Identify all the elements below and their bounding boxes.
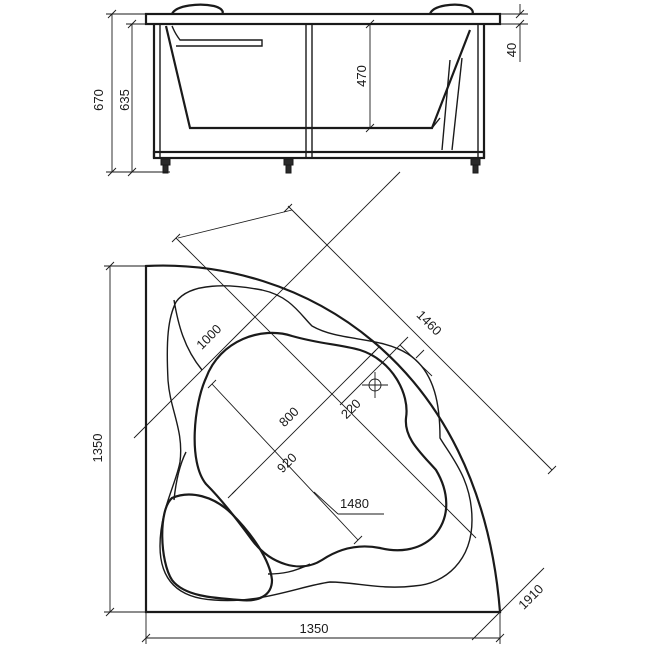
dim-depth-inner: 470 <box>354 65 369 87</box>
top-view: 1460 1000 800 220 920 1480 1350 <box>90 171 557 644</box>
bowl-rim <box>159 285 473 602</box>
dim-diagonal-total: 1910 <box>515 581 546 612</box>
side-tub-body <box>164 25 472 130</box>
dim-diagonal-inner: 1480 <box>340 496 369 511</box>
drain-icon <box>362 372 388 398</box>
dim-bowl-width: 800 <box>276 404 302 430</box>
dim-rim-thickness: 40 <box>504 43 519 57</box>
bowl-inner <box>193 331 448 568</box>
dim-side-bottom: 1350 <box>300 621 329 636</box>
side-rim <box>144 12 502 26</box>
top-seat <box>161 493 274 602</box>
dim-height-total: 670 <box>91 89 106 111</box>
dim-drain-offset: 220 <box>338 396 364 422</box>
dim-bowl-length: 1000 <box>193 321 224 352</box>
dim-side-left: 1350 <box>90 434 105 463</box>
dim-diagonal-outer: 1460 <box>414 307 445 338</box>
side-headrest-right <box>428 3 474 15</box>
side-headrest-left <box>170 3 224 15</box>
side-view: 670 635 470 40 <box>91 3 528 177</box>
dim-height-rim: 635 <box>117 89 132 111</box>
